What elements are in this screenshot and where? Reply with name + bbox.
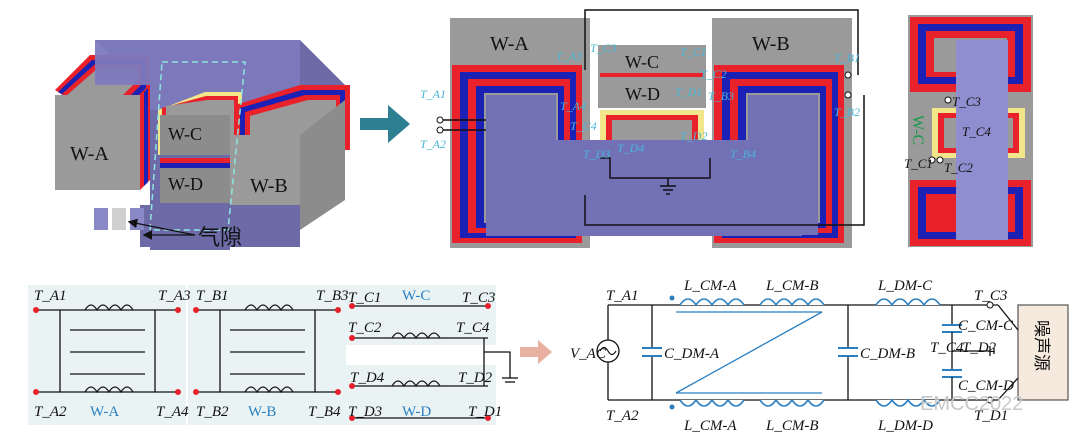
inductor-l-cm-a-top: L_CM-A [683, 278, 737, 294]
term-d3: T_D3 [348, 404, 382, 420]
term-a2-section: T_A2 [420, 137, 446, 151]
term-d4: T_D4 [350, 370, 385, 386]
winding-schematic [28, 285, 518, 425]
term-b1-section: T_B1 [834, 51, 860, 65]
label-w-c-3d: W-C [168, 124, 202, 144]
term-d2-circuit: T_D2 [962, 340, 997, 356]
label-w-d: W-D [402, 404, 431, 420]
term-c2-detail: T_C2 [944, 160, 973, 175]
schematic-arrow-icon [520, 340, 552, 364]
term-c3-circuit: T_C3 [974, 288, 1007, 304]
label-w-a-3d: W-A [70, 143, 109, 165]
term-a3: T_A3 [158, 288, 191, 304]
term-a2: T_A2 [34, 404, 67, 420]
term-b3-section: T_B3 [708, 89, 734, 103]
term-d2: T_D2 [458, 370, 493, 386]
term-d1-section: T_D1 [675, 85, 702, 99]
term-a1: T_A1 [34, 288, 67, 304]
term-a4-section: T_A4 [560, 99, 586, 113]
term-a1-circuit: T_A1 [606, 288, 639, 304]
term-c4-section: T_C4 [570, 119, 597, 133]
capacitor-c-cm-d: C_CM-D [958, 378, 1014, 394]
term-b2: T_B2 [196, 404, 229, 420]
term-b1: T_B1 [196, 288, 229, 304]
inductor-l-cm-b-bottom: L_CM-B [765, 418, 819, 434]
term-c4: T_C4 [456, 320, 490, 336]
term-c1: T_C1 [348, 290, 381, 306]
noise-source-label: 噪声源 [1032, 320, 1051, 371]
equivalent-circuit [596, 295, 1069, 410]
term-d4-section: T_D4 [617, 141, 644, 155]
term-c2: T_C2 [348, 320, 382, 336]
winding-w-d-3d [160, 158, 232, 203]
term-c3-detail: T_C3 [952, 94, 981, 109]
core-3d-view [55, 40, 350, 250]
term-a3-section: T_A3 [556, 49, 582, 63]
label-w-a-section: W-A [490, 33, 529, 55]
label-air-gap: 气隙 [198, 225, 242, 250]
term-a2-circuit: T_A2 [606, 408, 639, 424]
transition-arrow-icon [360, 105, 410, 143]
label-w-d-section: W-D [625, 84, 660, 104]
term-c4-circuit: T_C4 [930, 340, 964, 356]
capacitor-c-cm-c: C_CM-C [958, 318, 1014, 334]
inductor-l-dm-d: L_DM-D [877, 418, 933, 434]
term-c2-section: T_C2 [700, 67, 727, 81]
term-b2-section: T_B2 [834, 105, 860, 119]
term-d1-circuit: T_D1 [974, 408, 1008, 424]
term-c1-section: T_C1 [680, 45, 707, 59]
w-c-detail-view [908, 15, 1033, 247]
term-b4: T_B4 [308, 404, 341, 420]
label-w-c: W-C [402, 288, 430, 304]
term-c4-detail: T_C4 [962, 124, 991, 139]
inductor-l-dm-c: L_DM-C [877, 278, 933, 294]
term-b4-section: T_B4 [730, 147, 756, 161]
term-b3: T_B3 [316, 288, 349, 304]
term-a4: T_A4 [156, 404, 189, 420]
label-w-c-detail: W-C [909, 115, 926, 145]
term-c3: T_C3 [462, 290, 495, 306]
winding-w-c-3d [158, 92, 242, 155]
label-w-a: W-A [90, 404, 119, 420]
term-d3-section: T_D3 [583, 147, 610, 161]
term-d2-section: T_D2 [680, 129, 707, 143]
term-c3-section: T_C3 [590, 41, 617, 55]
label-w-d-3d: W-D [168, 174, 203, 194]
capacitor-c-dm-b: C_DM-B [860, 346, 915, 362]
core-cross-section [436, 9, 865, 248]
term-c1-detail: T_C1 [904, 156, 933, 171]
label-w-c-section: W-C [625, 52, 659, 72]
inductor-l-cm-a-bottom: L_CM-A [683, 418, 737, 434]
label-w-b-section: W-B [752, 33, 790, 55]
watermark-text: EMCC2022 [920, 393, 1023, 415]
label-w-b-3d: W-B [250, 175, 288, 197]
source-v-ac: V_AC [570, 346, 607, 362]
label-w-b: W-B [248, 404, 276, 420]
inductor-l-cm-b-top: L_CM-B [765, 278, 819, 294]
term-a1-section: T_A1 [420, 87, 446, 101]
term-d1: T_D1 [468, 404, 502, 420]
capacitor-c-dm-a: C_DM-A [664, 346, 720, 362]
